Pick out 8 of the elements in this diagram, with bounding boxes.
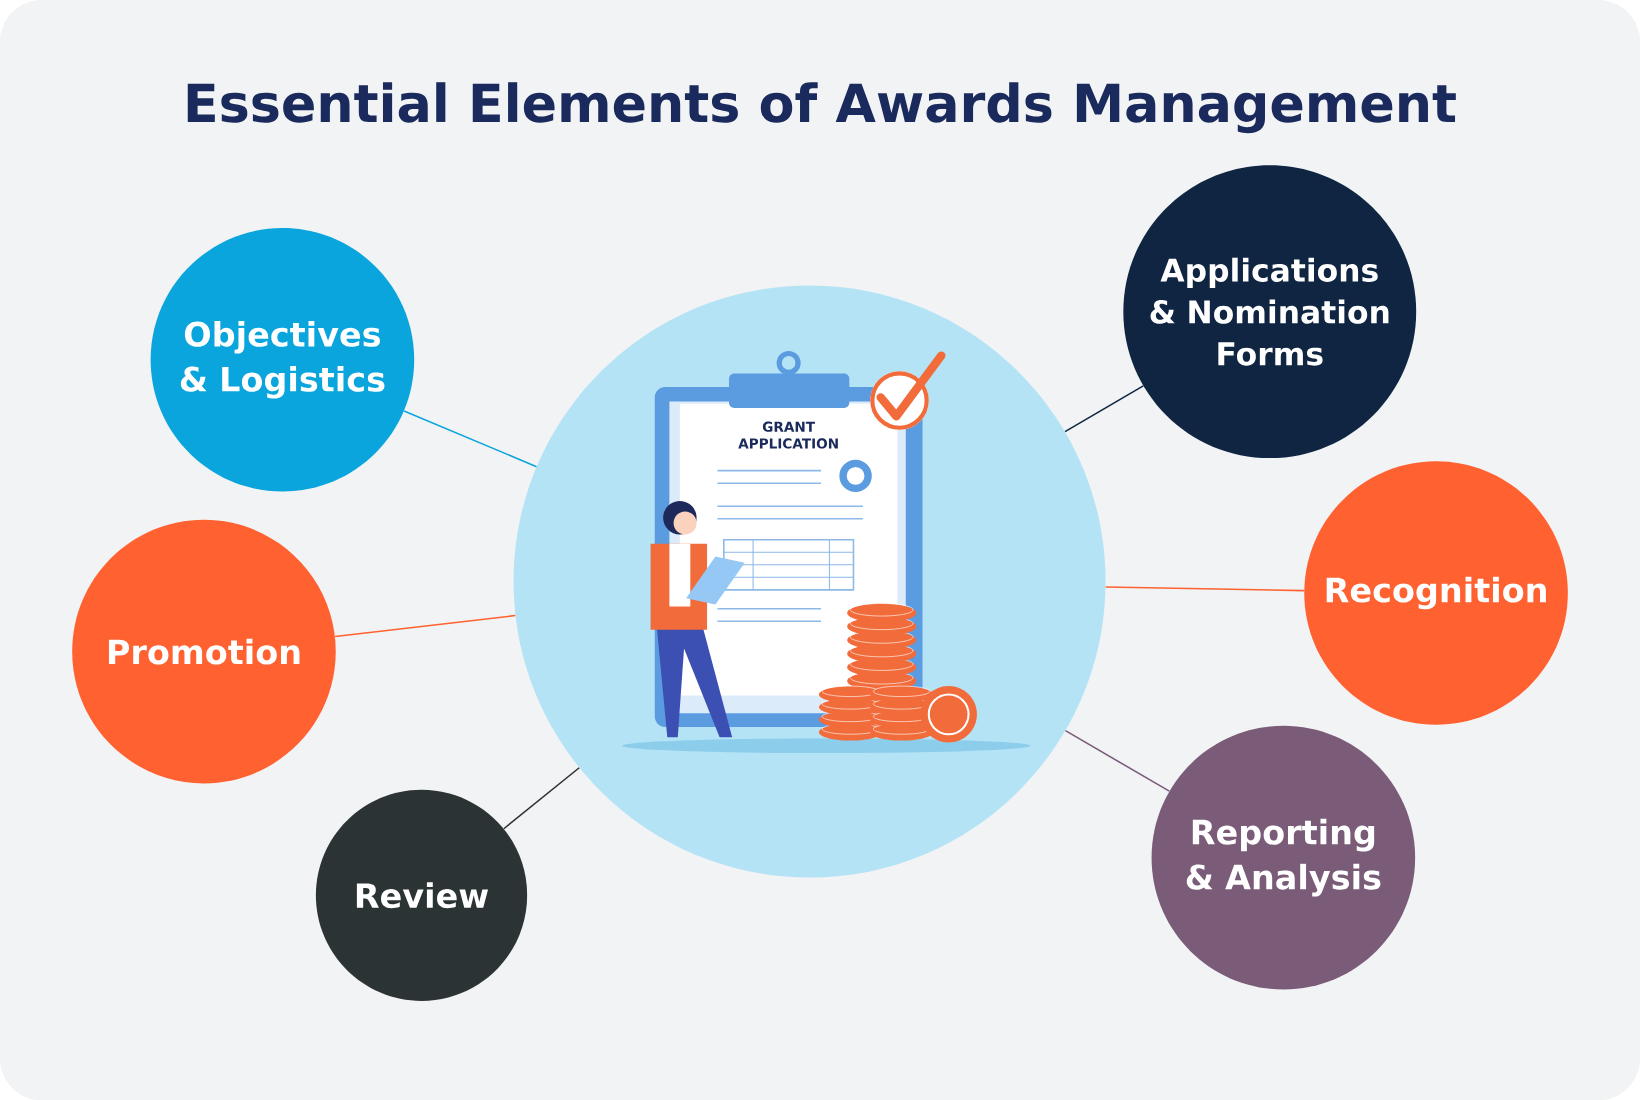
connector-line: [1064, 384, 1145, 433]
clipboard-heading: GRANT APPLICATION: [738, 421, 838, 449]
connector-line: [403, 410, 538, 468]
connector-line: [1104, 586, 1305, 592]
connector-line: [1064, 729, 1171, 792]
connector-line: [334, 614, 517, 638]
connector-line: [503, 766, 581, 830]
title: Essential Elements of Awards Management: [187, 82, 1456, 134]
